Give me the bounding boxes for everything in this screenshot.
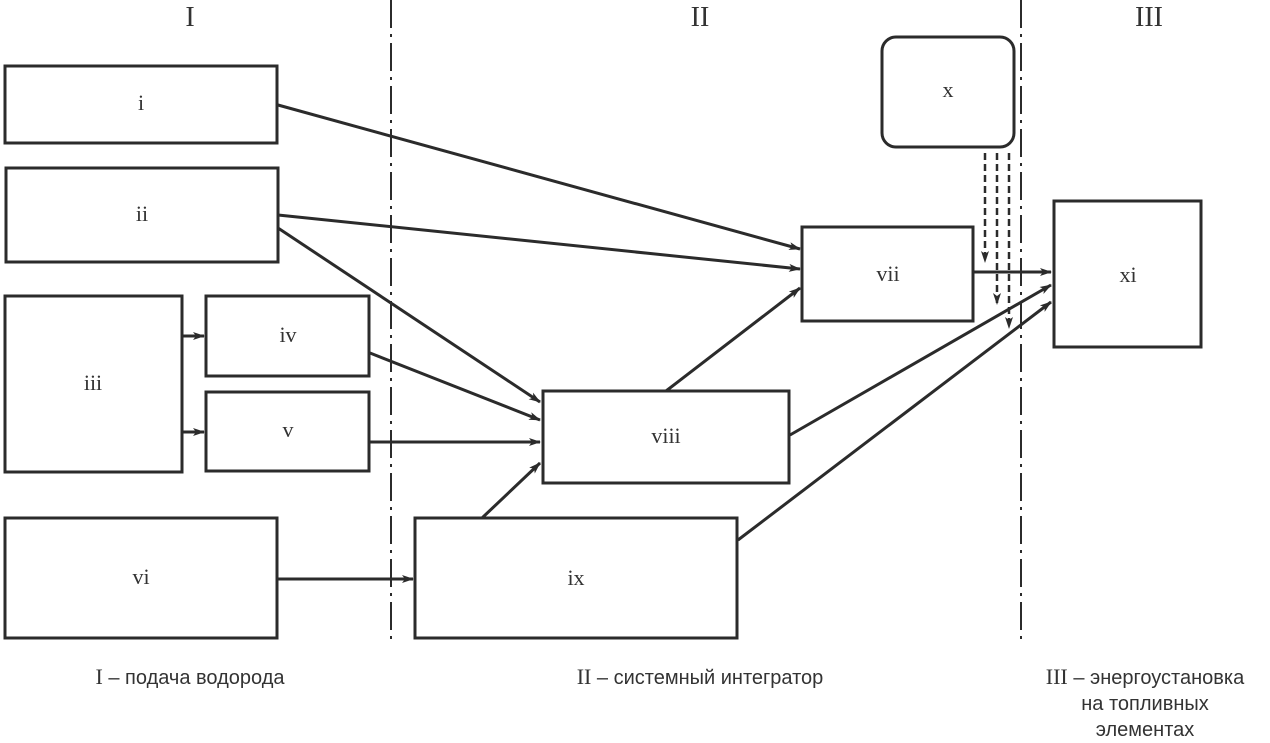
node-label: xi xyxy=(1119,262,1136,287)
zone-caption-line: элементах xyxy=(1095,719,1195,741)
node-ii: ii xyxy=(4,166,280,264)
node-label: iii xyxy=(84,370,102,395)
zone-caption-line: на топливных xyxy=(1081,693,1209,715)
node-label: i xyxy=(138,90,144,115)
node-v: v xyxy=(204,390,371,473)
edge-i-vii xyxy=(277,103,801,251)
edge-iv-viii xyxy=(369,351,541,422)
zone-caption-numeral: III xyxy=(1045,664,1068,689)
node-xi: xi xyxy=(1052,199,1203,349)
node-iv: iv xyxy=(204,294,371,378)
node-viii: viii xyxy=(541,389,791,485)
edge-ix-viii xyxy=(480,461,542,520)
edge-ii-viii xyxy=(277,226,541,404)
node-label: vii xyxy=(876,261,899,286)
edge-ii-vii xyxy=(277,213,801,272)
node-label: vi xyxy=(132,564,149,589)
node-ix: ix xyxy=(413,516,739,640)
zone-heading-i: I xyxy=(185,2,194,33)
node-x: x xyxy=(880,35,1016,149)
zone-caption-numeral: II xyxy=(576,664,592,689)
zone-heading-iii: III xyxy=(1135,2,1163,33)
edge-viii-vii xyxy=(665,286,801,393)
node-i: i xyxy=(3,64,279,145)
zone-heading-ii: II xyxy=(691,2,710,33)
zone-caption-text: – энергоустановка xyxy=(1073,667,1245,689)
edge-ix-xi xyxy=(737,300,1052,542)
node-vii: vii xyxy=(800,225,975,323)
zone-caption-text: – подача водорода xyxy=(108,667,285,689)
node-label: ii xyxy=(136,201,148,226)
node-label: v xyxy=(283,417,294,442)
zone-caption-numeral: I xyxy=(95,664,103,689)
zone-caption-text: – системный интегратор xyxy=(596,667,824,689)
node-label: x xyxy=(943,77,954,102)
node-label: iv xyxy=(279,322,296,347)
node-label: viii xyxy=(651,423,680,448)
node-vi: vi xyxy=(3,516,279,640)
edge-viii-xi xyxy=(789,283,1052,437)
zone-caption-line: III – энергоустановка xyxy=(1020,664,1270,691)
node-iii: iii xyxy=(3,294,184,474)
zone-caption-iii: III – энергоустановка на топливных элеме… xyxy=(1020,664,1270,743)
node-label: ix xyxy=(567,565,584,590)
zone-caption-i: I – подача водорода xyxy=(30,664,350,691)
edges xyxy=(182,103,1052,583)
dashed-edges xyxy=(981,153,1013,329)
zone-caption-ii: II – системный интегратор xyxy=(500,664,900,691)
